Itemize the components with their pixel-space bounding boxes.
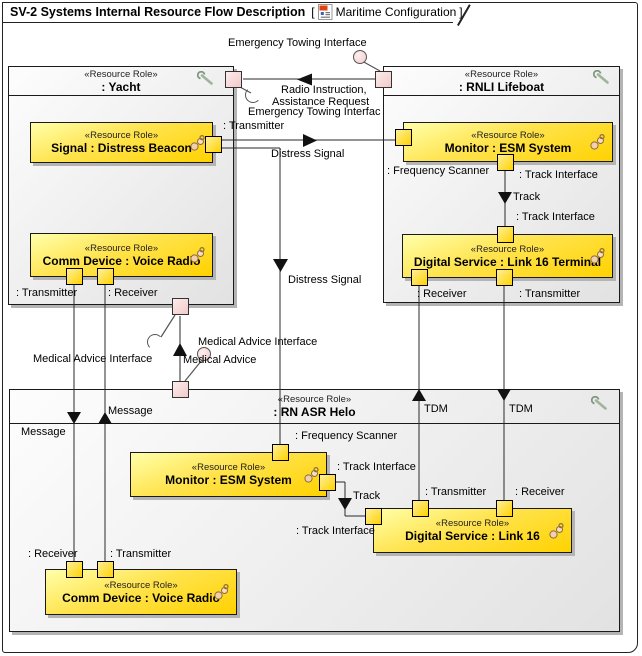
label-helo-radio-receiver[interactable]: : Receiver bbox=[28, 548, 78, 560]
stereotype-label: «Resource Role» bbox=[191, 462, 266, 473]
stereotype-label: «Resource Role» bbox=[277, 394, 352, 405]
resource-artifact-icon bbox=[590, 133, 605, 150]
port-rnli-link16-transmitter[interactable] bbox=[496, 269, 513, 286]
port-helo-top[interactable] bbox=[172, 381, 189, 398]
label-helo-esm-track-interface[interactable]: : Track Interface bbox=[337, 461, 416, 473]
ball-medical-advice-interface[interactable] bbox=[197, 347, 211, 361]
port-helo-esm-frequency-scanner[interactable] bbox=[272, 444, 289, 461]
stereotype-label: «Resource Role» bbox=[470, 243, 545, 255]
label-helo-link16-receiver[interactable]: : Receiver bbox=[515, 486, 565, 498]
socket-medical-advice-interface[interactable] bbox=[147, 334, 163, 350]
container-yacht-header[interactable]: «Resource Role» : Yacht bbox=[9, 67, 233, 96]
label-medical-advice[interactable]: Medical Advice bbox=[183, 354, 257, 366]
stereotype-label: «Resource Role» bbox=[84, 130, 159, 141]
port-rnli-link16-receiver[interactable] bbox=[411, 269, 428, 286]
block-signal-distress-beacon[interactable]: «Resource Role» Signal : Distress Beacon bbox=[30, 122, 213, 163]
port-rnli-esm-frequency-scanner[interactable] bbox=[395, 129, 412, 146]
diagram-title: SV-2 Systems Internal Resource Flow Desc… bbox=[10, 5, 306, 19]
label-rnli-link16-track-interface[interactable]: : Track Interface bbox=[516, 211, 595, 223]
title-bracket-close: ] bbox=[459, 5, 463, 19]
resource-artifact-icon bbox=[549, 522, 564, 539]
label-track-rnli[interactable]: Track bbox=[513, 191, 541, 203]
label-helo-frequency-scanner[interactable]: : Frequency Scanner bbox=[295, 430, 398, 442]
label-rnli-esm-track-interface[interactable]: : Track Interface bbox=[519, 169, 598, 181]
label-rnli-link16-receiver[interactable]: : Receiver bbox=[417, 288, 467, 300]
port-helo-link16-receiver[interactable] bbox=[496, 500, 513, 517]
block-helo-link16[interactable]: «Resource Role» Digital Service : Link 1… bbox=[373, 508, 572, 553]
port-rnli-left[interactable] bbox=[375, 71, 392, 88]
port-helo-radio-transmitter[interactable] bbox=[97, 561, 114, 578]
label-emergency-towing-interface-top[interactable]: Emergency Towing Interface bbox=[228, 37, 367, 49]
block-helo-esm-system[interactable]: «Resource Role» Monitor : ESM System bbox=[130, 452, 327, 497]
wrench-icon bbox=[593, 70, 609, 84]
port-rnli-link16-track-interface[interactable] bbox=[497, 226, 514, 243]
port-helo-link16-track-interface[interactable] bbox=[365, 508, 382, 525]
block-name: Signal : Distress Beacon bbox=[51, 141, 192, 155]
label-yacht-radio-transmitter[interactable]: : Transmitter bbox=[16, 287, 78, 299]
stereotype-label: «Resource Role» bbox=[84, 242, 159, 254]
container-rnli-name: : RNLI Lifeboat bbox=[458, 80, 545, 94]
stereotype-label: «Resource Role» bbox=[435, 518, 510, 529]
block-name: Digital Service : Link 16 Terminal bbox=[413, 254, 602, 269]
label-radio-instruction-2[interactable]: Assistance Request bbox=[272, 96, 370, 108]
label-helo-link16-transmitter[interactable]: : Transmitter bbox=[425, 486, 487, 498]
label-distress-signal-h[interactable]: Distress Signal bbox=[271, 148, 345, 160]
label-beacon-transmitter[interactable]: : Transmitter bbox=[223, 120, 285, 132]
port-helo-radio-receiver[interactable] bbox=[66, 561, 83, 578]
block-name: Monitor : ESM System bbox=[444, 140, 572, 155]
block-yacht-voice-radio[interactable]: «Resource Role» Comm Device : Voice Radi… bbox=[30, 233, 213, 277]
wrench-icon bbox=[591, 396, 607, 410]
port-rnli-esm-track-interface[interactable] bbox=[497, 154, 514, 171]
port-beacon-transmitter[interactable] bbox=[205, 136, 222, 153]
container-helo-name: : RN ASR Helo bbox=[273, 405, 356, 419]
block-name: Digital Service : Link 16 bbox=[405, 529, 540, 543]
port-yacht-right[interactable] bbox=[225, 71, 242, 88]
label-radio-instruction-1[interactable]: Radio Instruction, bbox=[281, 84, 367, 96]
stereotype-label: «Resource Role» bbox=[104, 579, 178, 591]
ball-emergency-towing-interface[interactable] bbox=[353, 50, 367, 64]
resource-artifact-icon bbox=[304, 466, 319, 483]
container-helo-header[interactable]: «Resource Role» : RN ASR Helo bbox=[10, 390, 619, 424]
resource-artifact-icon bbox=[190, 246, 205, 263]
diagram-config-name: Maritime Configuration bbox=[335, 5, 457, 19]
port-yacht-bottom[interactable] bbox=[172, 298, 189, 315]
container-yacht-name: : Yacht bbox=[101, 80, 141, 94]
label-helo-radio-transmitter[interactable]: : Transmitter bbox=[110, 548, 172, 560]
port-yacht-radio-receiver[interactable] bbox=[97, 268, 114, 285]
label-medical-advice-interface-right[interactable]: Medical Advice Interface bbox=[198, 336, 318, 348]
socket-emergency-towing-interface[interactable] bbox=[245, 87, 261, 103]
container-rnli-header[interactable]: «Resource Role» : RNLI Lifeboat bbox=[384, 67, 619, 96]
label-track-helo[interactable]: Track bbox=[353, 490, 381, 502]
resource-artifact-icon bbox=[190, 134, 205, 151]
label-tdm-right[interactable]: TDM bbox=[509, 403, 533, 415]
label-message-down[interactable]: Message bbox=[21, 426, 66, 438]
port-helo-esm-track-interface[interactable] bbox=[319, 474, 336, 491]
block-name: Comm Device : Voice Radio bbox=[42, 253, 201, 268]
label-tdm-left[interactable]: TDM bbox=[424, 403, 448, 415]
title-bracket-open: [ bbox=[311, 5, 315, 19]
stereotype-label: «Resource Role» bbox=[464, 69, 539, 80]
label-rnli-link16-transmitter[interactable]: : Transmitter bbox=[519, 288, 581, 300]
port-helo-link16-transmitter[interactable] bbox=[412, 500, 429, 517]
label-distress-signal-v[interactable]: Distress Signal bbox=[288, 274, 362, 286]
label-helo-link16-track-interface[interactable]: : Track Interface bbox=[296, 525, 375, 537]
label-rnli-frequency-scanner[interactable]: : Frequency Scanner bbox=[387, 165, 490, 177]
label-message-up[interactable]: Message bbox=[108, 405, 153, 417]
sv-diagram-icon bbox=[317, 4, 333, 20]
label-medical-advice-interface-left[interactable]: Medical Advice Interface bbox=[33, 353, 153, 365]
block-name: Comm Device : Voice Radio bbox=[62, 590, 220, 605]
block-name: Monitor : ESM System bbox=[165, 473, 292, 487]
diagram-title-tab: SV-2 Systems Internal Resource Flow Desc… bbox=[2, 2, 463, 23]
resource-artifact-icon bbox=[590, 247, 605, 264]
wrench-icon bbox=[197, 71, 213, 85]
label-yacht-radio-receiver[interactable]: : Receiver bbox=[108, 287, 158, 299]
block-rnli-link16-terminal[interactable]: «Resource Role» Digital Service : Link 1… bbox=[402, 234, 613, 278]
label-emergency-towing-interface-mid[interactable]: Emergency Towing Interfac bbox=[248, 106, 381, 118]
stereotype-label: «Resource Role» bbox=[471, 129, 545, 141]
stereotype-label: «Resource Role» bbox=[84, 69, 158, 80]
resource-artifact-icon bbox=[214, 583, 229, 600]
port-yacht-radio-transmitter[interactable] bbox=[66, 268, 83, 285]
